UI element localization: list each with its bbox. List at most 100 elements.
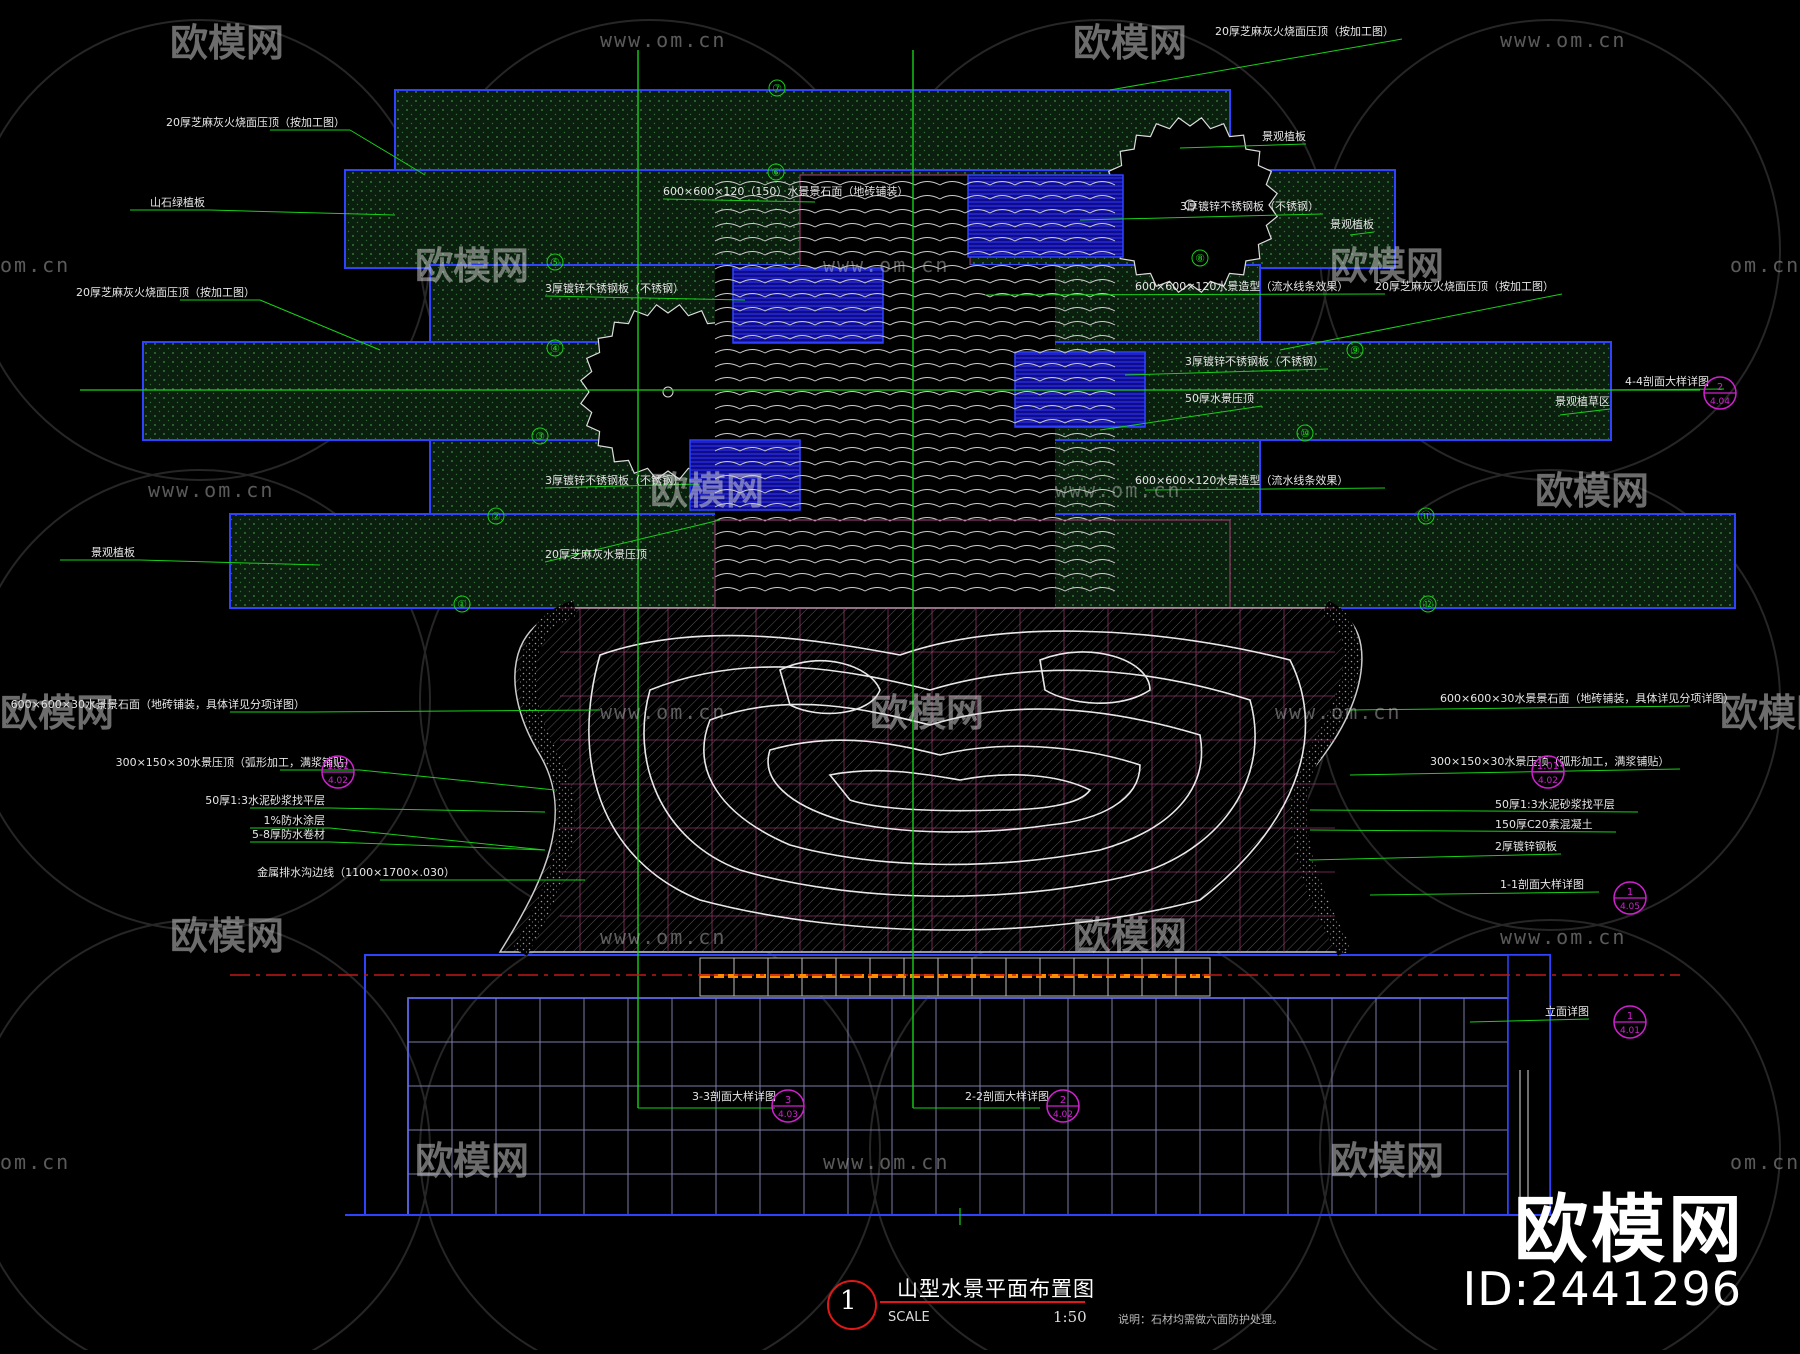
- gravel-edge-right: [1291, 600, 1360, 956]
- step-number: ②: [491, 510, 501, 523]
- annotation-label-right: 景观植板: [1262, 129, 1306, 143]
- annotation-label-right: 3厚镀锌不锈钢板（不锈钢）: [1185, 354, 1324, 368]
- rock-contour: [828, 769, 1092, 812]
- step-number-circle: [1296, 424, 1314, 442]
- stainless-panel: [967, 174, 1124, 258]
- section-callout-bottom: 4.05: [1620, 902, 1640, 912]
- water-flow-line: [714, 489, 1116, 494]
- annotation-label-left: 20厚芝麻灰火烧面压顶（按加工图）: [76, 285, 255, 299]
- watermark-url-short-text: om.cn: [1730, 1150, 1800, 1174]
- annotation-label-right: 1-1剖面大样详图: [1500, 877, 1584, 891]
- annotation-label-right: 300×150×30水景压顶（弧形加工，满浆铺贴）: [1430, 754, 1669, 768]
- watermark-brand-text: 欧模网: [0, 693, 115, 735]
- brand-id: ID:2441296: [1462, 1262, 1742, 1316]
- annotation-label-right: 景观植草区: [1555, 394, 1610, 408]
- section-callout: 1.014.02: [1531, 755, 1565, 789]
- water-flow-line: [714, 195, 1116, 200]
- water-flow-line: [714, 293, 1116, 298]
- annotation-leader: [139, 559, 321, 566]
- watermark-brand-text: 欧模网: [415, 246, 530, 288]
- water-flow-line: [714, 433, 1116, 438]
- section-callout-bottom: 4.04: [1710, 397, 1730, 407]
- annotation-leader: [309, 709, 601, 713]
- watermark-brand-text: 欧模网: [1535, 471, 1650, 513]
- rock-contour: [643, 666, 1256, 897]
- section-callout: 1.01 4.02: [321, 755, 355, 789]
- step-number-circle: [1419, 595, 1437, 613]
- rock-contour: [1039, 651, 1151, 704]
- section-callout-top: 1: [1627, 887, 1633, 898]
- watermark-brand-text: 欧模网: [650, 471, 765, 513]
- step-number: ⑦: [772, 82, 782, 95]
- stainless-panel: [689, 439, 801, 511]
- annotation-label-left: 50厚1:3水泥砂浆找平层: [205, 793, 325, 807]
- annotation-leader: [1349, 768, 1681, 776]
- annotation-leader: [329, 841, 546, 851]
- scale-label: SCALE: [888, 1310, 930, 1325]
- step-number-circle: [767, 163, 785, 181]
- annotation-label-right: 20厚芝麻灰火烧面压顶（按加工图）: [1215, 24, 1394, 38]
- annotation-label-right: 50厚水景压顶: [1185, 392, 1254, 405]
- watermark-brand-text: 欧模网: [1073, 23, 1188, 65]
- annotation-leader: [544, 295, 746, 301]
- watermark-url-short-text: om.cn: [0, 1150, 71, 1174]
- pool-area: [345, 954, 1560, 1216]
- water-flow-line: [714, 545, 1116, 550]
- section-callout: 24.02: [1046, 1089, 1080, 1123]
- step-number-circle: [487, 507, 505, 525]
- step-number: ⑨: [1350, 344, 1360, 357]
- annotation-label-right: 2厚镀锌钢板: [1495, 839, 1557, 853]
- section-callout-top: 1.01: [327, 761, 349, 772]
- annotation-label-right: 景观植板: [1330, 217, 1374, 231]
- drawing-title: 山型水景平面布置图: [897, 1277, 1095, 1301]
- planter-terrace: [394, 89, 1231, 173]
- gravel-edge-left: [513, 600, 578, 956]
- watermark-brand-text: 欧模网: [415, 1141, 530, 1183]
- annotation-label-right: 600×600×120水景造型（流水线条效果）: [1135, 279, 1348, 293]
- annotation-leaders: 20厚芝麻灰火烧面压顶（按加工图） 山石绿植板 20厚芝麻灰火烧面压顶（按加工图） 景…: [11, 24, 1734, 1109]
- drawing-number: 1: [840, 1286, 857, 1316]
- watermark-brand-text: 欧模网: [1330, 1141, 1445, 1183]
- rock-contour: [779, 659, 881, 715]
- watermark-url-text: www.om.cn: [1500, 28, 1627, 52]
- water-flow-line: [714, 517, 1116, 522]
- water-flow-line: [714, 391, 1116, 396]
- section-callout: 24.04: [1703, 376, 1737, 410]
- step-number-circle: [768, 79, 786, 97]
- water-flow-line: [714, 503, 1116, 508]
- tree-trunk: [1184, 199, 1196, 211]
- section-callout-bottom: 4.02: [1053, 1110, 1073, 1120]
- rock-mountain: [498, 600, 1363, 956]
- annotation-leader: [1369, 891, 1600, 896]
- annotation-leader: [1124, 368, 1329, 376]
- watermark-url-text: www.om.cn: [1500, 925, 1627, 949]
- water-flow-line: [714, 321, 1116, 326]
- watermark-url-text: www.om.cn: [600, 28, 727, 52]
- annotation-label-bottom: 3-3剖面大样详图: [692, 1089, 776, 1103]
- annotation-leader: [1349, 231, 1375, 236]
- annotation-label-left: 山石绿植板: [150, 195, 205, 209]
- annotation-label-right: 600×600×30水景景石面（地砖铺装，具体详见分项详图）: [1440, 691, 1734, 705]
- water-flow-line: [714, 363, 1116, 368]
- watermark-circle: [0, 469, 431, 931]
- annotation-leader: [1079, 213, 1324, 221]
- scale-value: 1:50: [1053, 1308, 1087, 1326]
- annotation-leader: [1309, 853, 1562, 861]
- annotation-label-left: 景观植板: [91, 545, 135, 559]
- annotation-leader: [1179, 143, 1307, 149]
- annotation-leader: [1144, 487, 1386, 491]
- water-flow-line: [714, 251, 1116, 256]
- watermark-url-text: www.om.cn: [823, 253, 950, 277]
- step-number-circle: [546, 339, 564, 357]
- section-callout-top: 2: [1060, 1095, 1066, 1106]
- watermark-url-text: www.om.cn: [1055, 478, 1182, 502]
- annotation-label-left: 600×600×30水景景石面（地砖铺装，具体详见分项详图）: [11, 697, 305, 711]
- annotation-leader: [1099, 405, 1263, 431]
- watermark-brand-text: 欧模网: [1073, 916, 1188, 958]
- section-callout-bottom: 4.01: [1620, 1026, 1640, 1036]
- drawing-number-circle: [827, 1280, 877, 1330]
- section-callout-bottom: 4.02: [328, 776, 348, 786]
- step-number: ⑫: [1423, 598, 1434, 611]
- annotation-label-right: 3厚镀锌不锈钢板（不锈钢）: [1180, 199, 1319, 213]
